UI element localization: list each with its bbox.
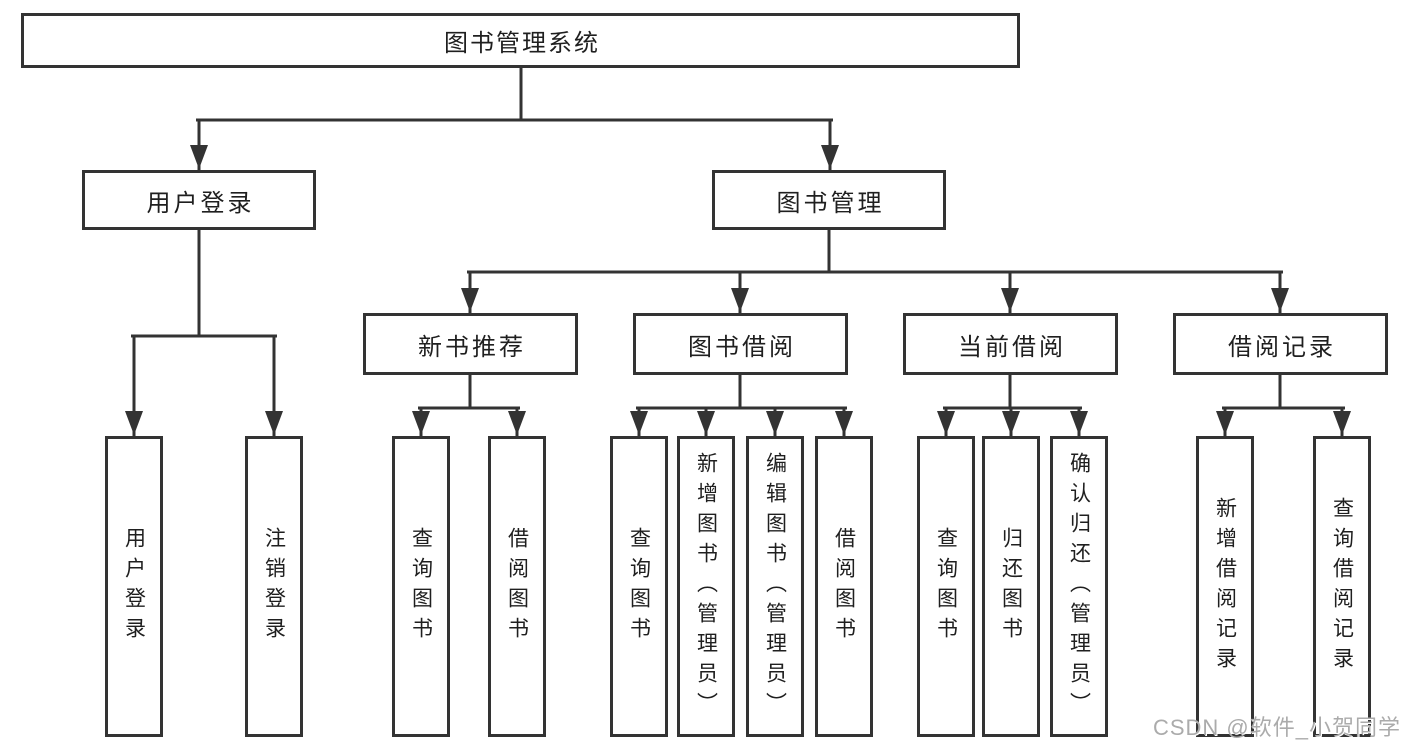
leaf-newbook-query-book-label: 查询图书 <box>409 526 433 647</box>
leaf-borrow-query-book-label: 查询图书 <box>627 526 651 647</box>
node-user-login-label: 用户登录 <box>146 189 255 217</box>
node-book-borrow-label: 图书借阅 <box>688 333 796 361</box>
node-library-system-label: 图书管理系统 <box>444 30 600 57</box>
node-book-management: 图书管理 <box>712 170 946 230</box>
node-new-book-recommend-label: 新书推荐 <box>418 333 526 361</box>
leaf-current-return-book-label: 归还图书 <box>999 526 1023 647</box>
leaf-borrow-borrow-book: 借阅图书 <box>815 436 873 737</box>
node-book-management-label: 图书管理 <box>776 189 885 217</box>
leaf-borrow-query-book: 查询图书 <box>610 436 668 737</box>
leaf-records-add-record-label: 新增借阅记录 <box>1213 496 1237 677</box>
leaf-borrow-edit-book-admin-label: 编辑图书（管理员） <box>763 451 787 722</box>
leaf-logout-label: 注销登录 <box>262 526 286 647</box>
leaf-newbook-query-book: 查询图书 <box>392 436 450 737</box>
node-library-system: 图书管理系统 <box>21 13 1020 68</box>
node-book-borrow: 图书借阅 <box>633 313 848 375</box>
leaf-current-return-book: 归还图书 <box>982 436 1040 737</box>
leaf-current-query-book: 查询图书 <box>917 436 975 737</box>
leaf-records-add-record: 新增借阅记录 <box>1196 436 1254 737</box>
leaf-borrow-borrow-book-label: 借阅图书 <box>832 526 856 647</box>
leaf-newbook-borrow-book-label: 借阅图书 <box>505 526 529 647</box>
leaf-records-query-record-label: 查询借阅记录 <box>1330 496 1354 677</box>
node-borrow-records-label: 借阅记录 <box>1228 333 1336 361</box>
node-current-borrow-label: 当前借阅 <box>958 333 1066 361</box>
leaf-borrow-edit-book-admin: 编辑图书（管理员） <box>746 436 804 737</box>
leaf-user-login: 用户登录 <box>105 436 163 737</box>
leaf-current-confirm-return-admin-label: 确认归还（管理员） <box>1067 451 1091 722</box>
leaf-current-confirm-return-admin: 确认归还（管理员） <box>1050 436 1108 737</box>
node-new-book-recommend: 新书推荐 <box>363 313 578 375</box>
leaf-current-query-book-label: 查询图书 <box>934 526 958 647</box>
node-borrow-records: 借阅记录 <box>1173 313 1388 375</box>
watermark: CSDN @软件_小贺同学 <box>1152 715 1401 740</box>
leaf-borrow-add-book-admin: 新增图书（管理员） <box>677 436 735 737</box>
leaf-logout: 注销登录 <box>245 436 303 737</box>
node-current-borrow: 当前借阅 <box>903 313 1118 375</box>
node-user-login: 用户登录 <box>82 170 316 230</box>
leaf-user-login-label: 用户登录 <box>122 526 146 647</box>
leaf-newbook-borrow-book: 借阅图书 <box>488 436 546 737</box>
leaf-borrow-add-book-admin-label: 新增图书（管理员） <box>694 451 718 722</box>
leaf-records-query-record: 查询借阅记录 <box>1313 436 1371 737</box>
